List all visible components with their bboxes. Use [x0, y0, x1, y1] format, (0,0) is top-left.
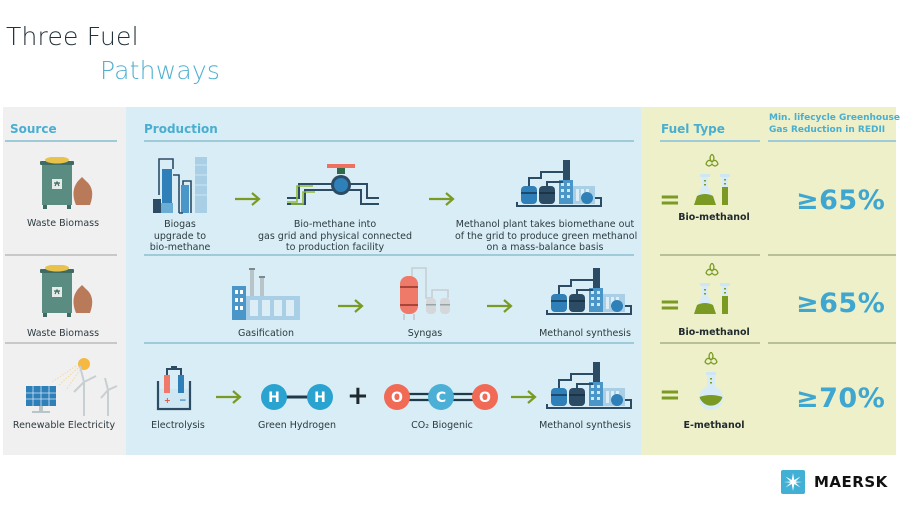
svg-text:C: C — [436, 390, 446, 406]
step-label: Syngas — [407, 328, 443, 339]
reduction-value: ≥70% — [796, 383, 886, 414]
step-label: Methanol plant takes biomethane out of t… — [455, 219, 638, 253]
source-label: Renewable Electricity — [12, 420, 116, 431]
arrow-right-icon — [487, 299, 513, 313]
fuel-label: Bio-methanol — [678, 212, 750, 223]
header-source: Source — [10, 122, 57, 136]
row-divider — [5, 254, 117, 256]
page-title: Three Fuel — [6, 22, 139, 51]
maersk-logo: MAERSK — [781, 470, 888, 494]
plus-sign: + — [347, 381, 369, 411]
step-label: Methanol synthesis — [539, 328, 631, 339]
step-label: CO₂ Biogenic — [411, 420, 473, 431]
row-divider — [144, 342, 634, 344]
svg-text:H: H — [314, 390, 326, 406]
header-fuel-type: Fuel Type — [661, 122, 725, 136]
arrow-right-icon — [429, 192, 455, 206]
svg-text:O: O — [479, 390, 491, 406]
fuel-label: Bio-methanol — [678, 327, 750, 338]
source-label: Waste Biomass — [26, 218, 100, 229]
header-reduction-line1: Min. lifecycle Greenhouse — [769, 113, 900, 123]
methanol-plant-icon — [516, 160, 602, 207]
fuel-label: E-methanol — [683, 420, 745, 431]
syngas-tanks-icon — [400, 267, 450, 320]
row-divider — [768, 254, 896, 256]
header-reduction: Min. lifecycle Greenhouse Gas Reduction … — [769, 112, 900, 136]
flask-tube-icon — [694, 263, 731, 315]
row-divider — [660, 342, 760, 344]
divider — [5, 140, 117, 142]
divider — [144, 140, 634, 142]
methanol-plant-icon — [546, 268, 632, 315]
divider — [768, 140, 896, 142]
maersk-star-icon — [781, 470, 805, 494]
arrow-right-icon — [511, 390, 537, 404]
step-label: Green Hydrogen — [258, 420, 336, 431]
reduction-value: ≥65% — [796, 288, 886, 319]
page-subtitle: Pathways — [100, 56, 221, 85]
header-reduction-line2: Gas Reduction in REDII — [769, 125, 886, 135]
divider — [660, 140, 760, 142]
svg-text:+: + — [164, 396, 171, 405]
svg-text:−: − — [179, 396, 187, 406]
arrow-right-icon — [235, 192, 261, 206]
header-production: Production — [144, 122, 218, 136]
electrolysis-icon: + − — [156, 366, 192, 411]
gas-grid-valve-icon — [287, 164, 379, 205]
equals-sign: = — [659, 185, 681, 215]
step-label: Biogas upgrade to bio-methane — [149, 219, 211, 253]
row-divider — [660, 254, 760, 256]
row-divider — [144, 254, 634, 256]
fuel-panel — [641, 107, 896, 455]
step-label: Gasification — [238, 328, 294, 339]
row-divider — [768, 342, 896, 344]
step-label: Electrolysis — [151, 420, 205, 431]
source-label: Waste Biomass — [26, 328, 100, 339]
hydrogen-molecule-icon: H H — [261, 384, 333, 410]
step-label: Methanol synthesis — [539, 420, 631, 431]
arrow-right-icon — [338, 299, 364, 313]
flask-tube-icon — [694, 154, 731, 206]
round-flask-icon — [699, 352, 723, 410]
biogas-upgrade-icon — [153, 157, 207, 214]
waste-bin-icon — [39, 265, 93, 318]
brand-name: MAERSK — [814, 473, 888, 491]
methanol-plant-icon — [546, 362, 632, 409]
svg-text:H: H — [268, 390, 280, 406]
reduction-value: ≥65% — [796, 185, 886, 216]
waste-bin-icon — [39, 157, 93, 210]
factory-icon — [232, 268, 300, 320]
solar-wind-icon — [26, 358, 118, 416]
svg-text:O: O — [391, 390, 403, 406]
arrow-right-icon — [216, 390, 242, 404]
equals-sign: = — [659, 380, 681, 410]
equals-sign: = — [659, 290, 681, 320]
step-label: Bio-methane into gas grid and physical c… — [257, 219, 413, 253]
row-divider — [5, 342, 117, 344]
atom-h — [261, 384, 287, 410]
co2-molecule-icon: O C O — [384, 384, 498, 410]
atom-h — [307, 384, 333, 410]
